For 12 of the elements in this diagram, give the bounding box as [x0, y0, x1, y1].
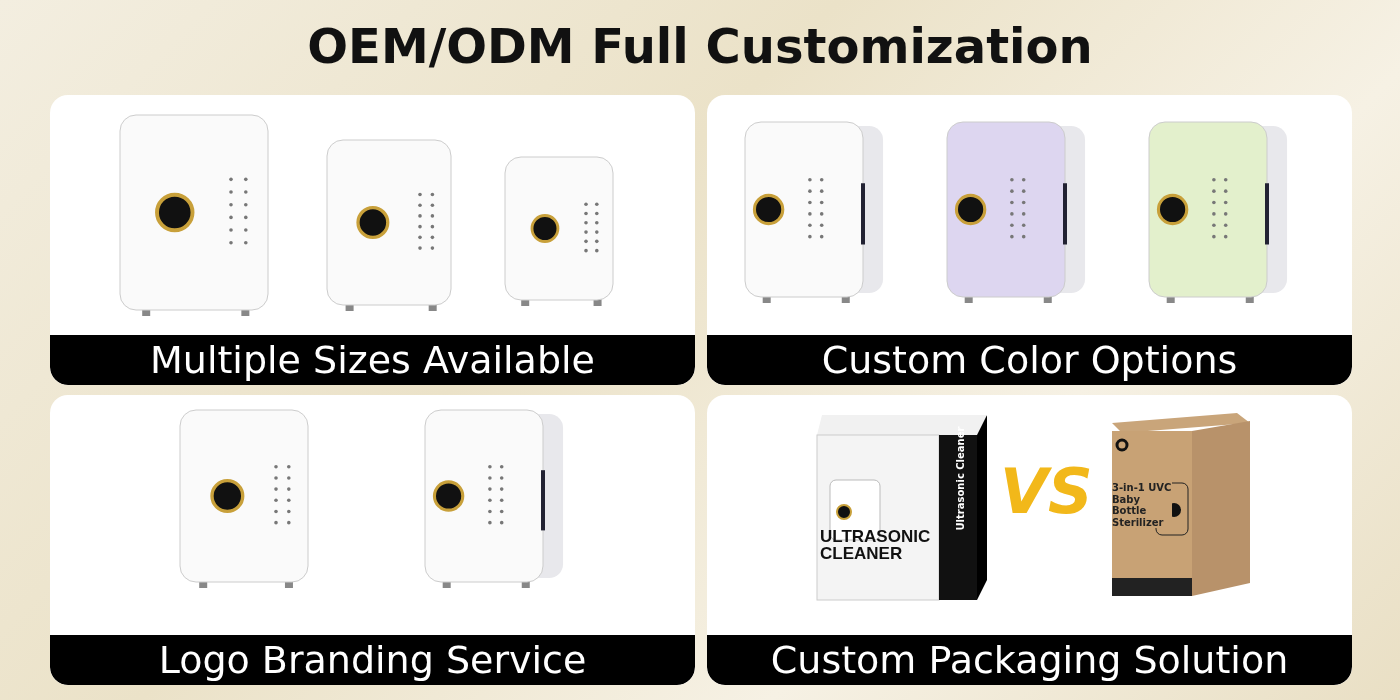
- product-card: [50, 95, 695, 385]
- caption-bar: Custom Packaging Solution: [707, 635, 1352, 685]
- caption-bar: Logo Branding Service: [50, 635, 695, 685]
- vs-text: VS: [1000, 455, 1090, 528]
- product-card: [707, 395, 1352, 685]
- package-text: 3-in-1 UVC Baby Bottle Sterilizer: [1112, 482, 1172, 528]
- product-card: [50, 395, 695, 685]
- package-text: ULTRASONIC CLEANER: [820, 528, 932, 562]
- caption-bar: Custom Color Options: [707, 335, 1352, 385]
- caption-bar: Multiple Sizes Available: [50, 335, 695, 385]
- product-card: [707, 95, 1352, 385]
- title: OEM/ODM Full Customization: [306, 18, 1094, 74]
